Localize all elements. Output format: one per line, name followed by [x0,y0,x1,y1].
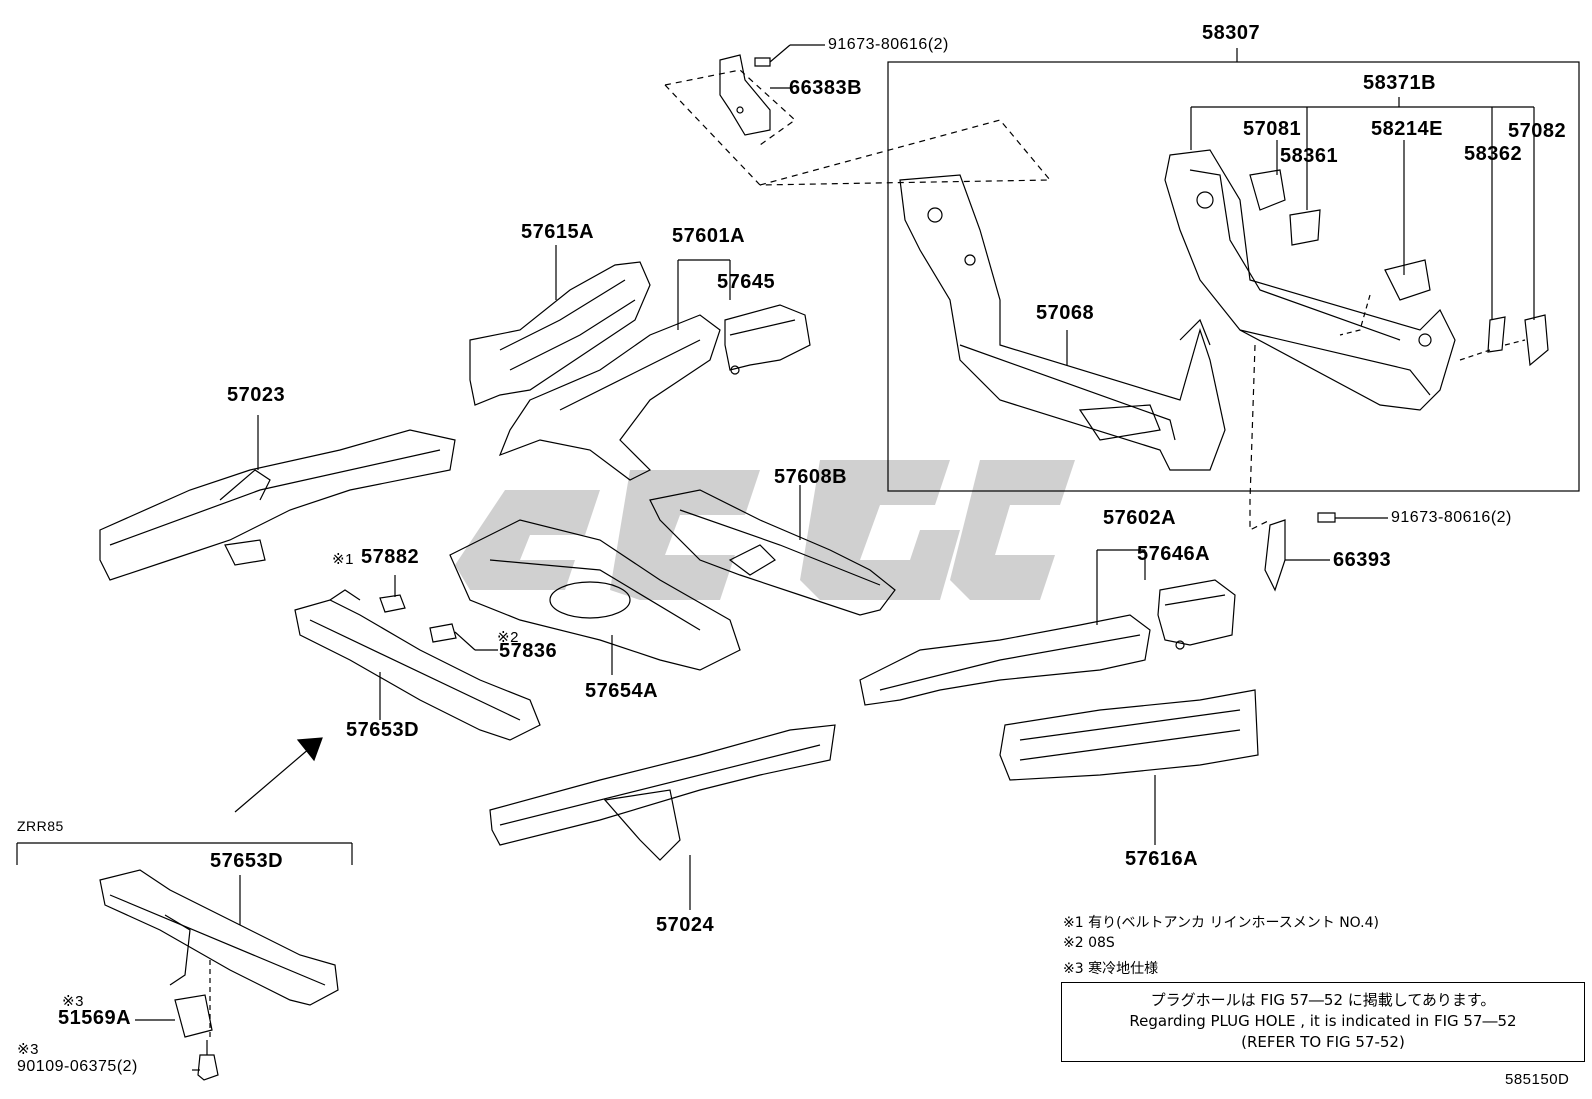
label-58361[interactable]: 58361 [1280,145,1339,167]
bracket-66393 [1264,512,1388,592]
part-57616a [999,689,1259,845]
part-57653d-variant [99,869,339,1006]
part-57836 [429,623,498,651]
mark-3b: ※3 [17,1041,39,1058]
part-57024 [489,724,836,910]
label-90109[interactable]: 90109-06375(2) [17,1058,138,1075]
notice-english: Regarding PLUG HOLE , it is indicated in… [1129,1012,1517,1030]
label-57081[interactable]: 57081 [1243,118,1302,140]
part-57615a [469,245,651,406]
label-66383b[interactable]: 66383B [789,77,863,99]
legend-note-2: ※2 08S [1063,935,1115,951]
mark-2: ※2 [497,629,519,646]
part-57882 [379,575,406,613]
label-57616a[interactable]: 57616A [1125,848,1199,870]
label-58362[interactable]: 58362 [1464,143,1523,165]
watermark-logo [455,460,1075,600]
notice-japanese: プラグホールは FIG 57―52 に掲載してあります。 [1150,991,1496,1009]
mark-1: ※1 [332,551,354,568]
label-58214e[interactable]: 58214E [1371,118,1443,140]
radiator-support-upper [1164,149,1549,411]
bracket-66383b [719,44,825,136]
label-51569a[interactable]: 51569A [58,1007,132,1029]
label-57646a[interactable]: 57646A [1137,543,1211,565]
label-91673-right[interactable]: 91673-80616(2) [1391,509,1512,526]
part-57654a [449,519,741,675]
label-57645[interactable]: 57645 [717,271,776,293]
direction-arrow [234,737,323,813]
label-57608b[interactable]: 57608B [774,466,848,488]
label-58371b[interactable]: 58371B [1363,72,1437,94]
label-57023[interactable]: 57023 [227,384,286,406]
label-66393[interactable]: 66393 [1333,549,1392,571]
label-57882[interactable]: 57882 [361,546,420,568]
part-57653d [294,589,541,741]
part-57602a [859,549,1151,706]
label-58307[interactable]: 58307 [1202,22,1261,44]
label-57602a[interactable]: 57602A [1103,507,1177,529]
radiator-support-lower [899,174,1226,471]
label-57653d[interactable]: 57653D [346,719,420,741]
variant-label: ZRR85 [17,818,64,834]
assembly-box [887,61,1580,492]
plug-hole-notice: プラグホールは FIG 57―52 に掲載してあります。 Regarding P… [1061,982,1585,1062]
part-57601a [498,259,731,481]
part-51569a [135,960,213,1040]
label-57601a[interactable]: 57601A [672,225,746,247]
label-57653d-variant[interactable]: 57653D [210,850,284,872]
mark-3a: ※3 [62,993,84,1010]
label-57024[interactable]: 57024 [656,914,715,936]
part-57608b [649,485,896,616]
label-57082[interactable]: 57082 [1508,120,1567,142]
variant-bracket [16,842,353,865]
label-91673-top[interactable]: 91673-80616(2) [828,36,949,53]
label-57836[interactable]: 57836 [499,640,558,662]
legend-note-3: ※3 寒冷地仕様 [1063,961,1159,977]
bolt-90109 [192,1040,219,1081]
legend-note-1: ※1 有り(ベルトアンカ リインホースメント NO.4) [1063,915,1379,931]
label-57615a[interactable]: 57615A [521,221,595,243]
label-57068[interactable]: 57068 [1036,302,1095,324]
figure-code: 585150D [1505,1071,1570,1088]
part-57645 [724,304,811,375]
notice-reference: (REFER TO FIG 57-52) [1241,1033,1405,1051]
part-57023 [99,415,456,581]
label-57654a[interactable]: 57654A [585,680,659,702]
part-57646a [1157,579,1236,650]
